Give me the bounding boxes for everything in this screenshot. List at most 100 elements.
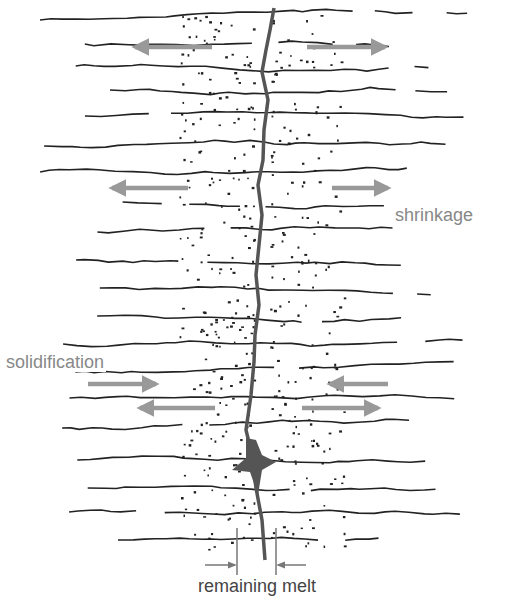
segregation-dot bbox=[300, 60, 303, 62]
segregation-dot bbox=[302, 163, 304, 165]
segregation-dot bbox=[211, 438, 213, 440]
segregation-dot bbox=[215, 322, 218, 324]
segregation-dot bbox=[214, 109, 216, 111]
segregation-dot bbox=[330, 483, 333, 485]
segregation-dot bbox=[209, 92, 212, 94]
segregation-dot bbox=[287, 531, 289, 533]
segregation-dot bbox=[318, 157, 320, 159]
segregation-dot bbox=[288, 301, 290, 303]
segregation-dot bbox=[278, 458, 280, 460]
segregation-dot bbox=[307, 217, 310, 219]
segregation-dot bbox=[243, 537, 245, 539]
segregation-dot bbox=[294, 416, 296, 418]
segregation-dot bbox=[301, 261, 303, 263]
grain-boundary bbox=[171, 112, 464, 118]
segregation-dot bbox=[182, 308, 185, 310]
segregation-dot bbox=[313, 233, 315, 235]
segregation-dot bbox=[182, 456, 184, 458]
segregation-dot bbox=[246, 353, 248, 355]
segregation-dot bbox=[278, 390, 280, 392]
segregation-dot bbox=[337, 389, 339, 391]
remaining-melt-pocket bbox=[232, 438, 276, 495]
segregation-dot bbox=[343, 516, 346, 518]
segregation-dot bbox=[282, 240, 284, 242]
segregation-dot bbox=[228, 193, 231, 195]
segregation-dot bbox=[280, 67, 283, 69]
segregation-dot bbox=[204, 40, 206, 42]
segregation-dot bbox=[191, 430, 193, 432]
segregation-dot bbox=[309, 519, 311, 521]
segregation-dot bbox=[219, 125, 221, 127]
grain-boundary bbox=[189, 204, 240, 206]
segregation-dot bbox=[234, 72, 237, 74]
grain-boundary bbox=[70, 395, 455, 399]
segregation-dot bbox=[201, 424, 203, 426]
segregation-dot bbox=[314, 170, 316, 172]
segregation-dot bbox=[200, 237, 203, 239]
segregation-dot bbox=[220, 22, 222, 24]
segregation-dot bbox=[239, 381, 242, 383]
segregation-dot bbox=[239, 453, 242, 455]
segregation-dot bbox=[244, 337, 247, 339]
segregation-dot bbox=[283, 323, 285, 325]
segregation-dot bbox=[243, 216, 245, 218]
segregation-dot bbox=[315, 111, 317, 113]
segregation-dot bbox=[230, 385, 233, 387]
segregation-dot bbox=[305, 545, 307, 547]
segregation-dot bbox=[312, 399, 314, 401]
shrinkage-label: shrinkage bbox=[393, 205, 475, 225]
segregation-dot bbox=[298, 271, 300, 273]
segregation-dot bbox=[344, 297, 347, 299]
grain-boundary bbox=[97, 315, 301, 322]
segregation-dot bbox=[249, 62, 252, 64]
segregation-dot bbox=[312, 527, 315, 529]
segregation-dot bbox=[275, 61, 278, 63]
segregation-dot bbox=[243, 286, 245, 288]
grain-boundary bbox=[425, 339, 462, 341]
segregation-dot bbox=[234, 342, 236, 344]
segregation-dot bbox=[246, 305, 248, 307]
segregation-dot bbox=[182, 258, 184, 260]
segregation-dot bbox=[226, 96, 229, 98]
segregation-dot bbox=[231, 25, 233, 27]
segregation-dot bbox=[215, 319, 218, 321]
segregation-dot bbox=[230, 326, 233, 328]
segregation-dot bbox=[283, 526, 286, 528]
segregation-dot bbox=[271, 537, 273, 539]
segregation-dot bbox=[283, 278, 285, 280]
segregation-dot bbox=[237, 299, 240, 301]
segregation-dot bbox=[221, 206, 223, 208]
segregation-dot bbox=[323, 451, 325, 453]
segregation-dot bbox=[344, 545, 347, 547]
grain-boundary bbox=[40, 168, 407, 175]
segregation-dot bbox=[238, 471, 241, 473]
segregation-dot bbox=[278, 375, 280, 377]
segregation-dot bbox=[294, 484, 296, 486]
segregation-dot bbox=[306, 478, 308, 480]
grain-boundary bbox=[311, 488, 436, 491]
segregation-dot bbox=[188, 54, 190, 57]
segregation-dot bbox=[272, 347, 274, 349]
segregation-dot bbox=[343, 411, 345, 413]
segregation-dot bbox=[339, 210, 342, 212]
segregation-dot bbox=[339, 430, 342, 432]
segregation-dot bbox=[198, 151, 201, 153]
grain-boundaries bbox=[40, 9, 467, 540]
segregation-dot bbox=[239, 329, 242, 331]
segregation-dot bbox=[214, 546, 216, 548]
segregation-dot bbox=[304, 254, 307, 256]
segregation-dot bbox=[226, 326, 228, 328]
segregation-dot bbox=[274, 216, 276, 218]
segregation-dot bbox=[214, 39, 216, 41]
segregation-dot bbox=[336, 125, 338, 127]
segregation-dot bbox=[241, 499, 244, 501]
segregation-dot bbox=[247, 403, 249, 405]
segregation-dot bbox=[231, 317, 233, 319]
segregation-dot bbox=[312, 33, 314, 35]
segregation-dot bbox=[252, 107, 254, 109]
segregation-dot bbox=[244, 379, 246, 381]
segregation-dot bbox=[183, 159, 185, 161]
segregation-dot bbox=[195, 454, 197, 456]
segregation-dot bbox=[297, 314, 299, 317]
